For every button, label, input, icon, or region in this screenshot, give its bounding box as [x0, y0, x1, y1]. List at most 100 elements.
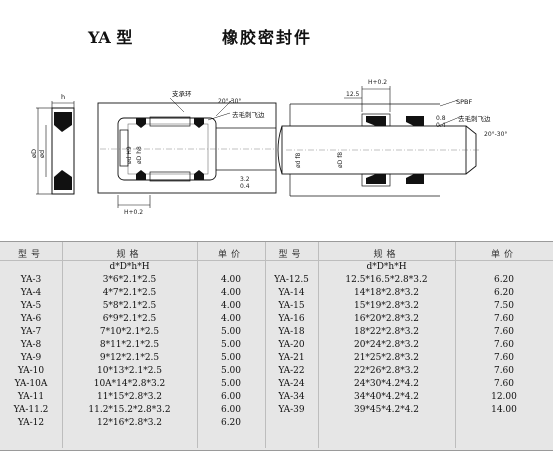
table-cell: YA-24: [278, 379, 305, 389]
table-cell: YA-3: [20, 275, 42, 285]
column-divider: [318, 242, 319, 448]
table-cell: 11.2*15.2*2.8*3.2: [88, 405, 171, 415]
label-angle-right: 20°-30°: [484, 131, 507, 138]
table-cell: 6*9*2.1*2.5: [102, 314, 157, 324]
table-cell: 4*7*2.1*2.5: [102, 288, 157, 298]
table-cell: YA-15: [278, 301, 305, 311]
label-H-top: H+0.2: [368, 79, 387, 86]
table-cell: 7*10*2.1*2.5: [99, 327, 160, 337]
table-cell: 7.50: [493, 301, 515, 311]
table-cell: 7.60: [493, 379, 515, 389]
table-cell: 4.00: [220, 301, 242, 311]
column-divider: [265, 242, 266, 448]
table-cell: 14.00: [491, 405, 517, 415]
unit-row-right: d*D*h*H: [366, 262, 407, 272]
table-cell: YA-10: [17, 366, 45, 376]
label-D-h8: øD h8: [136, 146, 143, 164]
table-cell: 39*45*4.2*4.2: [353, 405, 420, 415]
label-finish-3: 0.8: [436, 115, 446, 122]
label-h: h: [61, 93, 65, 101]
table-cell: 21*25*2.8*3.2: [353, 353, 420, 363]
table-cell: 5.00: [220, 353, 242, 363]
table-cell: 5.00: [220, 340, 242, 350]
header-model-left: 型号: [17, 250, 44, 260]
right-model-column: YA-12.5 YA-14 YA-15 YA-16 YA-18 YA-20 YA…: [265, 274, 318, 417]
header-price-right: 单价: [490, 250, 517, 260]
label-spec: SPBF: [456, 98, 473, 106]
table-cell: YA-11: [17, 392, 45, 402]
table-cell: YA-14: [278, 288, 305, 298]
model-title: YA 型: [88, 28, 133, 47]
table-cell: 12.5*16.5*2.8*3.2: [345, 275, 428, 285]
table-cell: YA-11.2: [13, 405, 49, 415]
right-spec-column: 12.5*16.5*2.8*3.2 14*18*2.8*3.2 15*19*2.…: [318, 274, 455, 417]
label-finish-1: 3.2: [240, 176, 250, 183]
table-cell: YA-4: [20, 288, 42, 298]
table-cell: 12*16*2.8*3.2: [96, 418, 163, 428]
table-cell: 20*24*2.8*3.2: [353, 340, 420, 350]
table-cell: 16*20*2.8*3.2: [353, 314, 420, 324]
label-angle-left: 20°-30°: [218, 98, 241, 105]
left-model-column: YA-3 YA-4 YA-5 YA-6 YA-7 YA-8 YA-9 YA-10…: [0, 274, 62, 430]
table-cell: 6.00: [220, 392, 242, 402]
table-cell: YA-12.5: [274, 275, 309, 285]
label-deburr-left: 去毛刺飞边: [232, 110, 265, 119]
table-cell: 4.00: [220, 275, 242, 285]
table-cell: 9*12*2.1*2.5: [99, 353, 160, 363]
table-cell: 24*30*4.2*4.2: [353, 379, 420, 389]
table-cell: YA-16: [278, 314, 305, 324]
table-cell: 5.00: [220, 379, 242, 389]
table-cell: 8*11*2.1*2.5: [99, 340, 160, 350]
table-cell: 4.00: [220, 314, 242, 324]
table-cell: 6.20: [493, 288, 515, 298]
table-cell: YA-5: [20, 301, 42, 311]
table-cell: 6.00: [220, 405, 242, 415]
table-cell: YA-18: [278, 327, 305, 337]
price-table: 型号 规格 单价 型号 规格 单价 d*D*h*H d*D*h*H YA-3 Y…: [0, 241, 553, 451]
label-d-H9: ød H9: [126, 146, 133, 164]
right-price-column: 6.20 6.20 7.50 7.60 7.60 7.60 7.60 7.60 …: [455, 274, 553, 417]
label-finish-4: 0.4: [436, 122, 446, 129]
column-divider: [62, 242, 63, 448]
header-model-right: 型号: [278, 250, 305, 260]
table-cell: 22*26*2.8*3.2: [353, 366, 420, 376]
table-cell: YA-20: [278, 340, 305, 350]
table-cell: YA-9: [20, 353, 42, 363]
table-cell: YA-12: [17, 418, 45, 428]
unit-row-left: d*D*h*H: [109, 262, 150, 272]
table-cell: 7.60: [493, 340, 515, 350]
table-cell: 10A*14*2.8*3.2: [93, 379, 166, 389]
table-cell: 6.20: [493, 275, 515, 285]
table-cell: YA-10A: [14, 379, 48, 389]
table-cell: 7.60: [493, 353, 515, 363]
table-cell: YA-7: [20, 327, 42, 337]
table-cell: YA-34: [278, 392, 305, 402]
label-deburr-right: 去毛刺飞边: [458, 114, 491, 123]
label-finish-2: 0.4: [240, 183, 250, 190]
table-cell: 4.00: [220, 288, 242, 298]
table-cell: YA-6: [20, 314, 42, 324]
table-cell: 18*22*2.8*3.2: [353, 327, 420, 337]
label-d-f8: ød f8: [295, 153, 302, 168]
header-spec-left: 规格: [116, 250, 143, 260]
label-D-f8: øD f8: [337, 152, 344, 168]
seal-technical-drawing: h øD ød 支承环 20°-30° 去毛刺飞边 øD h8 ød H9 H+…: [30, 79, 507, 216]
left-price-column: 4.00 4.00 4.00 4.00 5.00 5.00 5.00 5.00 …: [197, 274, 265, 430]
table-cell: 5.00: [220, 366, 242, 376]
table-cell: 3*6*2.1*2.5: [102, 275, 157, 285]
column-divider: [197, 242, 198, 448]
groove-assembly-left: [97, 97, 277, 208]
groove-assembly-right: [277, 86, 480, 197]
table-cell: YA-39: [278, 405, 305, 415]
table-cell: YA-22: [278, 366, 305, 376]
label-phi-D: øD: [30, 149, 38, 158]
table-cell: 7.60: [493, 366, 515, 376]
table-cell: 7.60: [493, 327, 515, 337]
label-H-plus: H+0.2: [124, 209, 143, 216]
product-title: 橡胶密封件: [222, 28, 313, 47]
label-support-ring: 支承环: [172, 89, 192, 98]
table-cell: 12.00: [491, 392, 517, 402]
table-cell: YA-21: [278, 353, 305, 363]
table-cell: 11*15*2.8*3.2: [96, 392, 163, 402]
table-cell: 10*13*2.1*2.5: [96, 366, 163, 376]
